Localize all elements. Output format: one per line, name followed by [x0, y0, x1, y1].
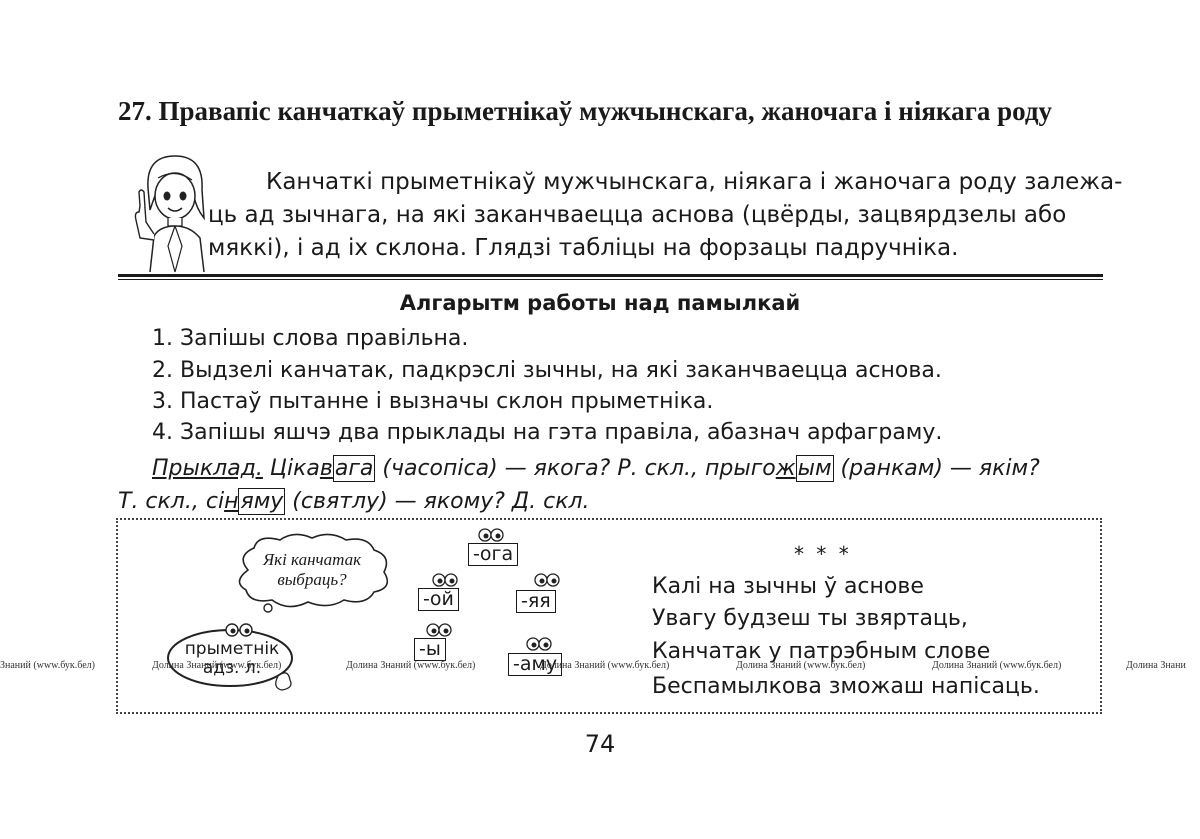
- watermark: Знаний (www.бук.бел): [0, 660, 95, 671]
- word2-rest: (ранкам) — якім?: [833, 456, 1040, 481]
- divider-thick: [118, 274, 1103, 277]
- section-heading: 27. Правапіс канчаткаў прыметнікаў мужчы…: [118, 96, 1053, 126]
- example-block: Прыклад. Цікавага (часопіса) — якога? Р.…: [118, 452, 1103, 518]
- example-line-2: Т. скл., сіняму (святлу) — якому? Д. скл…: [118, 485, 1103, 518]
- rule-line-3: мяккі), і ад іх склона. Глядзі табліцы н…: [208, 235, 959, 261]
- word2-ending: ым: [795, 455, 834, 482]
- ending-tag-oga: -ога: [468, 543, 519, 566]
- rule-line-1: Канчаткі прыметнікаў мужчынскага, ніякаг…: [266, 169, 1123, 195]
- thought-cloud-text: Які канчатак выбраць?: [238, 550, 386, 590]
- ending-tag-y: -ы: [414, 638, 446, 661]
- ending-tag-amu: -аму: [508, 653, 563, 676]
- watermark: Долина Знани: [1126, 660, 1186, 671]
- word1-stem: Ціка: [269, 456, 320, 481]
- word3-rest: (святлу) — якому? Д. скл.: [285, 489, 590, 514]
- rule-line-2: ць ад зычнага, на які заканчваецца аснов…: [208, 202, 1067, 228]
- adjective-bubble: [167, 623, 293, 691]
- page-number: 74: [584, 730, 616, 758]
- watermark: Долина Знаний (www.бук.бел): [152, 660, 282, 671]
- watermark: Долина Знаний (www.бук.бел): [346, 660, 476, 671]
- poem-line-3: Канчатак у патрэбным слове: [652, 639, 991, 664]
- bubble-line-2: адз. л.: [202, 658, 262, 678]
- poem-stars: * * *: [794, 542, 852, 566]
- poem-line-4: Беспамылкова зможаш напісаць.: [652, 674, 1040, 699]
- illustration-poem-box: [116, 518, 1102, 714]
- eyes-icon: [432, 573, 458, 587]
- example-line-1: Прыклад. Цікавага (часопіса) — якога? Р.…: [118, 452, 1103, 485]
- algorithm-step-4: 4. Запішы яшчэ два прыклады на гэта прав…: [152, 420, 943, 445]
- word1-ending: ага: [332, 455, 376, 482]
- word3-stem: Т. скл., сі: [118, 489, 225, 514]
- eyes-icon: [478, 528, 504, 542]
- algorithm-step-1: 1. Запішы слова правільна.: [152, 326, 469, 351]
- cloud-line-1: Які канчатак: [262, 550, 362, 569]
- thought-cloud: [238, 533, 389, 613]
- algorithm-title: Алгарытм работы над памылкай: [399, 291, 801, 315]
- cloud-line-2: выбраць?: [277, 570, 347, 589]
- watermark: Долина Знаний (www.бук.бел): [736, 660, 866, 671]
- eyes-icon: [526, 637, 552, 651]
- poem-line-2: Увагу будзеш ты звяртаць,: [652, 606, 968, 631]
- watermark: Долина Знаний (www.бук.бел): [932, 660, 1062, 671]
- word1-rest: (часопіса) — якога? Р. скл., прыго: [375, 456, 776, 481]
- rule-paragraph: Канчаткі прыметнікаў мужчынскага, ніякаг…: [208, 166, 1123, 265]
- bubble-line-1: прыметнік: [184, 639, 280, 659]
- girl-teacher-illustration: [134, 155, 205, 273]
- word2-consonant: ж: [775, 456, 796, 481]
- eyes-icon: [534, 573, 560, 587]
- bubble-text: прыметнік адз. л.: [176, 640, 288, 678]
- ending-tag-yaya: -яя: [516, 590, 556, 613]
- poem-line-1: Калі на зычны ў аснове: [652, 574, 924, 599]
- word3-ending: яму: [238, 488, 286, 515]
- watermark: Долина Знаний (www.бук.бел): [540, 660, 670, 671]
- word3-consonant: н: [224, 489, 239, 514]
- divider-thin: [118, 279, 1103, 280]
- eyes-icon: [426, 623, 452, 637]
- example-label: Прыклад.: [152, 456, 263, 481]
- word1-consonant: в: [319, 456, 333, 481]
- algorithm-step-2: 2. Выдзелі канчатак, падкрэслі зычны, на…: [152, 358, 942, 383]
- ending-tag-oj: -ой: [418, 588, 459, 611]
- algorithm-step-3: 3. Пастаў пытанне і вызначы склон прымет…: [152, 389, 714, 414]
